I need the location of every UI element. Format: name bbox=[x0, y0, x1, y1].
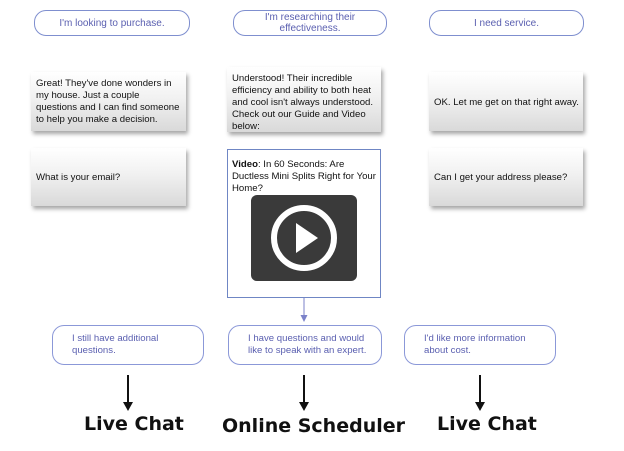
option-purchase[interactable]: I'm looking to purchase. bbox=[34, 10, 190, 36]
choice-additional-questions-label: I still have additional questions. bbox=[72, 333, 159, 356]
response-research: Understood! Their incredible efficiency … bbox=[227, 67, 381, 132]
video-title: Video: In 60 Seconds: Are Ductless Mini … bbox=[232, 159, 378, 195]
response-service-text: OK. Let me get on that right away. bbox=[434, 96, 579, 108]
play-icon[interactable] bbox=[251, 195, 357, 281]
option-service-label: I need service. bbox=[473, 17, 540, 29]
option-purchase-label: I'm looking to purchase. bbox=[59, 17, 165, 29]
video-card[interactable]: Video: In 60 Seconds: Are Ductless Mini … bbox=[227, 149, 381, 298]
response-purchase-text: Great! They've done wonders in my house.… bbox=[36, 78, 180, 125]
option-research[interactable]: I'm researching their effectiveness. bbox=[233, 10, 387, 36]
video-title-rest: : In 60 Seconds: Are Ductless Mini Split… bbox=[232, 159, 376, 194]
address-question: Can I get your address please? bbox=[429, 148, 583, 206]
down-arrow-icon bbox=[475, 375, 485, 411]
address-question-text: Can I get your address please? bbox=[434, 172, 568, 183]
email-question-text: What is your email? bbox=[36, 172, 121, 183]
down-arrow-icon bbox=[123, 375, 133, 411]
video-title-bold: Video bbox=[232, 159, 258, 170]
response-purchase: Great! They've done wonders in my house.… bbox=[31, 72, 186, 131]
choice-speak-expert[interactable]: I have questions and would like to speak… bbox=[228, 325, 382, 365]
connector-arrow bbox=[300, 298, 308, 322]
destination-live-chat[interactable]: Live Chat bbox=[84, 413, 184, 435]
destination-live-chat[interactable]: Live Chat bbox=[437, 413, 537, 435]
down-arrow-icon bbox=[299, 375, 309, 411]
video-thumbnail[interactable] bbox=[251, 195, 357, 281]
option-research-label: I'm researching their effectiveness. bbox=[264, 12, 356, 34]
response-service: OK. Let me get on that right away. bbox=[429, 72, 583, 131]
choice-speak-expert-label: I have questions and would like to speak… bbox=[248, 333, 367, 356]
choice-cost-info[interactable]: I'd like more information about cost. bbox=[404, 325, 556, 365]
destination-online-scheduler[interactable]: Online Scheduler bbox=[222, 415, 405, 437]
choice-cost-info-label: I'd like more information about cost. bbox=[424, 333, 526, 356]
email-question: What is your email? bbox=[31, 148, 186, 206]
choice-additional-questions[interactable]: I still have additional questions. bbox=[52, 325, 204, 365]
response-research-text: Understood! Their incredible efficiency … bbox=[232, 73, 374, 132]
option-service[interactable]: I need service. bbox=[429, 10, 584, 36]
